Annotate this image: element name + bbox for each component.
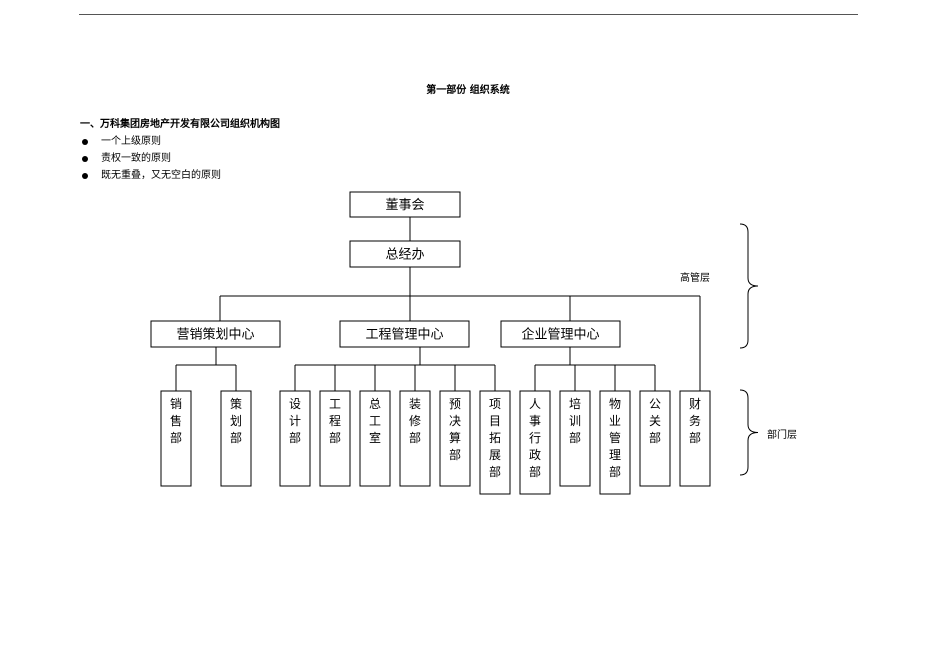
board-box [349,191,461,218]
property-mgmt-dept-box [599,390,631,495]
principle-item: 一个上级原则 [82,133,221,150]
pr-dept-box [639,390,671,487]
budget-dept-box [439,390,471,487]
enterprise-center-box [500,320,621,348]
budget-dept-label: 预决算部 [449,397,461,462]
planning-dept-label: 策划部 [230,397,242,445]
hr-admin-dept-box [519,390,551,495]
construction-dept-label: 工程部 [329,397,341,445]
hr-admin-dept-label: 人事行政部 [529,397,541,479]
board-label: 董事会 [385,198,424,213]
decoration-dept-box [399,390,431,487]
planning-dept-box [220,390,252,487]
finance-dept-box [679,390,711,487]
chief-engineer-office-box [359,390,391,487]
gm-office-label: 总经办 [385,248,424,263]
principles-list: 一个上级原则 责权一致的原则 既无重叠，又无空白的原则 [82,133,221,184]
design-dept-label: 设计部 [289,397,301,445]
training-dept-box [559,390,591,487]
bullet-icon [82,139,88,145]
sales-dept-box [160,390,192,487]
bullet-icon [82,156,88,162]
project-expansion-dept-box [479,390,511,495]
marketing-center-box [150,320,281,348]
principle-text: 责权一致的原则 [101,153,171,164]
senior-layer-label: 高管层 [680,271,710,284]
engineering-center-box [339,320,470,348]
principle-item: 既无重叠，又无空白的原则 [82,167,221,184]
project-expansion-dept-label: 项目拓展部 [489,397,501,479]
finance-dept-label: 财务部 [689,397,701,445]
property-mgmt-dept-label: 物业管理部 [609,397,621,479]
decoration-dept-label: 装修部 [409,397,421,445]
principle-text: 一个上级原则 [101,136,161,147]
engineering-center-label: 工程管理中心 [365,328,443,343]
org-chart-heading: 一、万科集团房地产开发有限公司组织机构图 [80,119,280,130]
sales-dept-label: 销售部 [170,397,182,445]
enterprise-center-label: 企业管理中心 [521,327,599,343]
header-rule [79,14,858,15]
marketing-center-label: 营销策划中心 [176,327,254,343]
department-layer-brace [739,389,759,476]
construction-dept-box [319,390,351,487]
department-layer-label: 部门层 [767,428,797,441]
design-dept-box [279,390,311,487]
training-dept-label: 培训部 [569,396,581,445]
section-title: 第一部份 组织系统 [426,85,510,96]
principle-item: 责权一致的原则 [82,150,221,167]
principle-text: 既无重叠，又无空白的原则 [101,170,221,181]
bullet-icon [82,173,88,179]
gm-office-box [349,240,461,268]
chief-engineer-office-label: 总工室 [369,397,381,445]
senior-layer-brace [739,223,759,349]
pr-dept-label: 公关部 [649,397,661,445]
